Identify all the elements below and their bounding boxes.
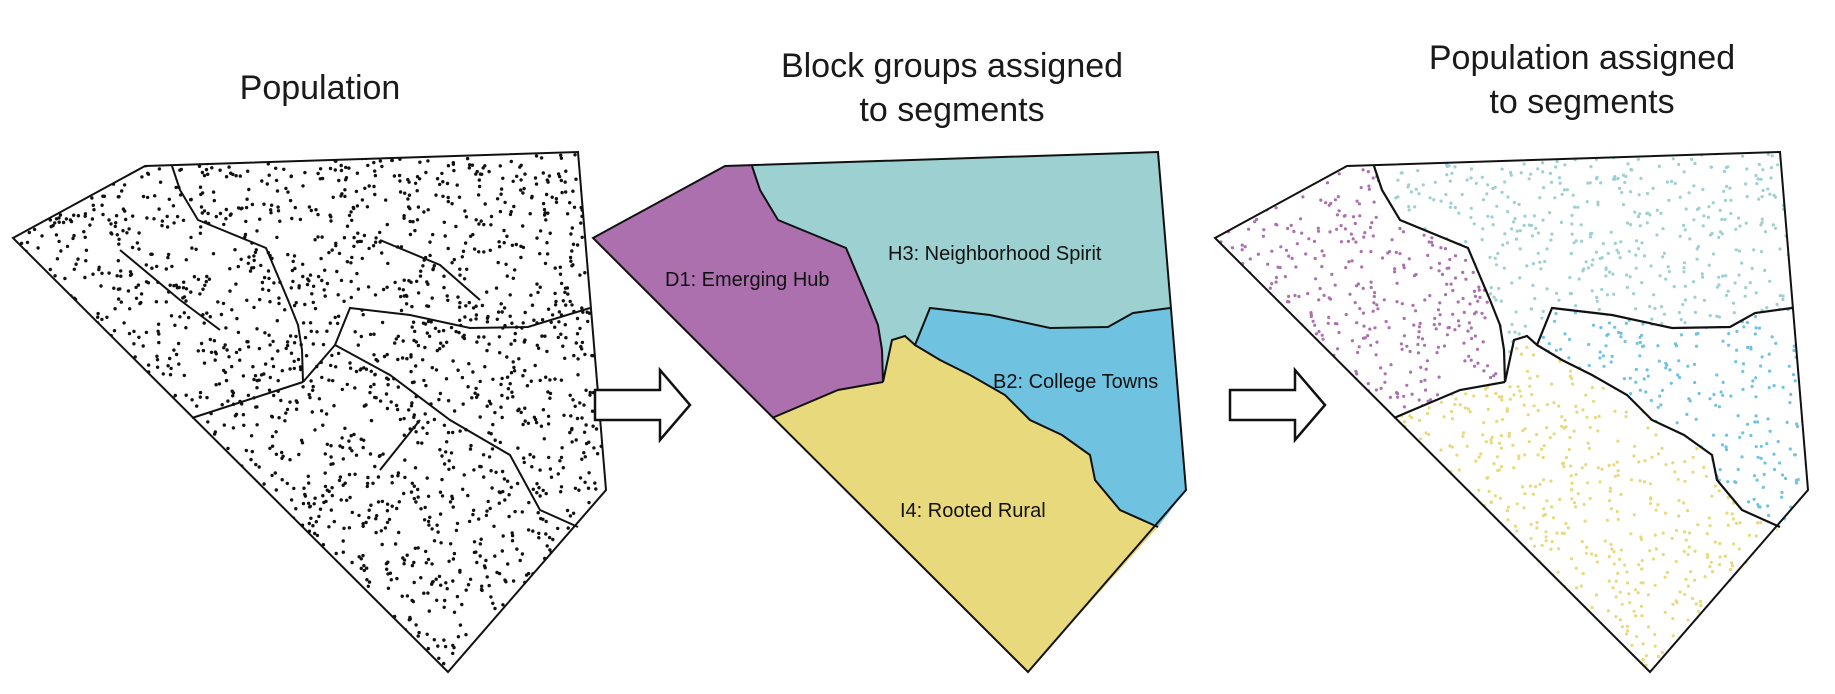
segment-label-b2: B2: College Towns [993,371,1158,393]
population-map [12,151,607,673]
right-arrow-icon [1228,366,1327,444]
population-assigned-panel-title: Population assigned to segments [1428,39,1736,121]
segment-label-d1: D1: Emerging Hub [665,269,830,291]
population-dots [13,152,606,672]
segment-label-i4: I4: Rooted Rural [900,500,1046,522]
segment-label-h3: H3: Neighborhood Spirit [888,243,1102,265]
right-arrow-icon [593,366,692,444]
block-groups-panel-title: Block groups assigned to segments [780,47,1124,129]
segment-map: D1: Emerging Hub H3: Neighborhood Spirit… [592,151,1187,673]
block-group-borders [119,165,591,528]
population-panel-title: Population [239,69,401,107]
